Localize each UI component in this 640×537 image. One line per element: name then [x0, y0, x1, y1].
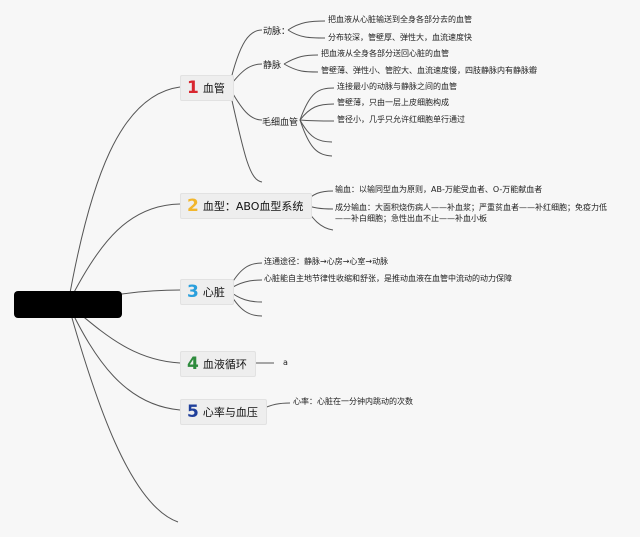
heart-item[interactable]: 心脏能自主地节律性收缩和舒张，是推动血液在血管中流动的动力保障: [264, 274, 512, 283]
topic-label: 血管: [202, 82, 225, 95]
connector-root-topic5: [67, 303, 181, 411]
root-topic[interactable]: [14, 291, 122, 318]
topic-number: 4: [187, 354, 199, 374]
heart-rate-item[interactable]: 心率：心脏在一分钟内跳动的次数: [293, 397, 413, 406]
topic-label: 心率与血压: [202, 406, 258, 419]
connector-artery-2: [287, 29, 326, 39]
connector-root-topic1: [67, 86, 181, 305]
topic-heart[interactable]: 3 心脏: [180, 279, 234, 305]
topic-number: 5: [187, 402, 199, 422]
connector-vein-1: [283, 54, 319, 65]
topic-circulation[interactable]: 4 血液循环: [180, 351, 256, 377]
connector-cap-2: [299, 103, 335, 121]
connector-root-topic2: [67, 203, 181, 305]
connector-cap-4: [299, 119, 333, 143]
capillary-item[interactable]: 管壁薄，只由一层上皮细胞构成: [337, 98, 449, 107]
connector-cap-3: [299, 119, 335, 122]
topic-label: 心脏: [202, 286, 225, 299]
capillary-item[interactable]: 管径小，几乎只允许红细胞单行通过: [337, 115, 465, 124]
vein-label[interactable]: 静脉: [263, 61, 282, 71]
connector-root-extra: [67, 303, 179, 523]
vein-item[interactable]: 管壁薄、弹性小、管腔大、血流速度慢，四肢静脉内有静脉瓣: [321, 66, 537, 75]
blood-type-item[interactable]: 成分输血：大面积烧伤病人——补血浆；严重贫血者——补红细胞；免疫力低: [335, 203, 607, 212]
connector-topic1-extra: [228, 86, 263, 183]
blood-type-item[interactable]: 输血：以输同型血为原则，AB-万能受血者、O-万能献血者: [335, 185, 543, 194]
topic-number: 3: [187, 282, 199, 302]
connector-artery-1: [287, 20, 326, 31]
connector-cap-5: [299, 119, 333, 157]
artery-item[interactable]: 把血液从心脏输送到全身各部分去的血管: [328, 15, 472, 24]
connector-vein-2: [283, 63, 319, 73]
heart-item[interactable]: 连通途径：静脉→心房→心室→动脉: [264, 257, 389, 266]
topic-blood-vessels[interactable]: 1 血管: [180, 75, 234, 101]
vein-item[interactable]: 把血液从全身各部分送回心脏的血管: [321, 49, 449, 58]
connector-cap-1: [299, 87, 335, 121]
topic-label: 血液循环: [202, 358, 247, 371]
artery-item[interactable]: 分布较深，管壁厚、弹性大，血流速度快: [328, 33, 472, 42]
connector-capillary: [228, 86, 263, 121]
topic-number: 1: [187, 78, 199, 98]
circulation-note[interactable]: a: [283, 358, 288, 367]
capillary-label[interactable]: 毛细血管: [262, 118, 299, 128]
blood-type-item[interactable]: ——补白细胞；急性出血不止——补血小板: [335, 214, 487, 223]
topic-heart-rate[interactable]: 5 心率与血压: [180, 399, 267, 425]
capillary-item[interactable]: 连接最小的动脉与静脉之间的血管: [337, 82, 457, 91]
topic-label: 血型：ABO血型系统: [202, 200, 304, 213]
connector-artery: [228, 29, 263, 88]
artery-label[interactable]: 动脉：: [263, 27, 291, 37]
topic-number: 2: [187, 196, 199, 216]
topic-blood-type[interactable]: 2 血型：ABO血型系统: [180, 193, 313, 219]
